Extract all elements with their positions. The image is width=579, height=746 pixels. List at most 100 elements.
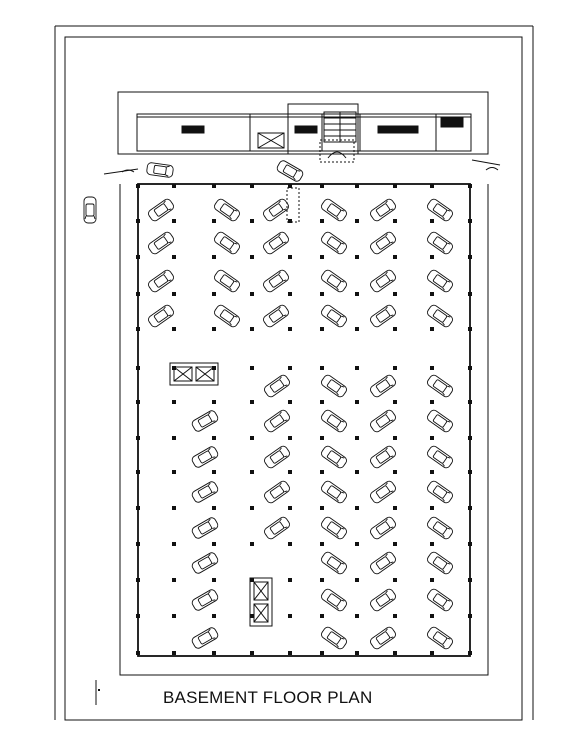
- column-icon: [393, 506, 397, 510]
- car-icon: [148, 231, 174, 255]
- car-icon: [427, 551, 453, 575]
- column-icon: [136, 366, 140, 370]
- column-icon: [393, 542, 397, 546]
- column-icon: [430, 578, 434, 582]
- car-icon: [214, 198, 240, 222]
- column-icon: [355, 651, 359, 655]
- column-icon: [288, 506, 292, 510]
- column-icon: [212, 542, 216, 546]
- column-icon: [320, 651, 324, 655]
- column-icon: [288, 184, 292, 188]
- car-icon: [321, 516, 347, 540]
- column-icon: [172, 292, 176, 296]
- car-icon: [83, 196, 97, 224]
- car-icon: [214, 269, 240, 293]
- car-icon: [263, 198, 289, 222]
- column-icon: [355, 470, 359, 474]
- column-icon: [172, 470, 176, 474]
- column-icon: [430, 184, 434, 188]
- column-icon: [468, 470, 472, 474]
- car-icon: [321, 198, 347, 222]
- column-icon: [430, 400, 434, 404]
- column-icon: [355, 400, 359, 404]
- car-icon: [264, 480, 290, 504]
- car-icon: [427, 480, 453, 504]
- column-icon: [250, 400, 254, 404]
- column-icon: [136, 255, 140, 259]
- north-mark-dot: [98, 689, 100, 691]
- car-icon: [148, 269, 174, 293]
- column-icon: [136, 400, 140, 404]
- column-icon: [468, 400, 472, 404]
- reserved-slot: [286, 187, 300, 223]
- car-icon: [321, 409, 347, 433]
- column-icon: [468, 184, 472, 188]
- car-icon: [370, 269, 396, 293]
- column-icon: [250, 542, 254, 546]
- column-icon: [320, 327, 324, 331]
- car-icon: [370, 480, 396, 504]
- column-icon: [355, 578, 359, 582]
- car-icon: [370, 374, 396, 398]
- column-icon: [355, 506, 359, 510]
- car-icon: [191, 517, 219, 539]
- column-icon: [136, 436, 140, 440]
- car-icon: [321, 269, 347, 293]
- column-icon: [172, 219, 176, 223]
- column-icon: [393, 184, 397, 188]
- column-icon: [393, 366, 397, 370]
- column-icon: [468, 542, 472, 546]
- column-icon: [355, 255, 359, 259]
- column-icon: [288, 255, 292, 259]
- column-icon: [393, 400, 397, 404]
- column-icon: [468, 292, 472, 296]
- car-icon: [427, 588, 453, 612]
- column-icon: [320, 470, 324, 474]
- column-icon: [136, 184, 140, 188]
- column-icon: [212, 184, 216, 188]
- column-icon: [468, 578, 472, 582]
- car-icon: [321, 626, 347, 650]
- column-icon: [393, 327, 397, 331]
- column-icon: [320, 366, 324, 370]
- car-icon: [148, 198, 174, 222]
- column-icon: [355, 436, 359, 440]
- column-icon: [212, 327, 216, 331]
- car-icon: [214, 304, 240, 328]
- parking-hall-outline: [103, 159, 501, 676]
- column-icon: [172, 400, 176, 404]
- column-icon: [212, 578, 216, 582]
- column-icon: [136, 219, 140, 223]
- car-icon: [427, 231, 453, 255]
- column-icon: [430, 366, 434, 370]
- column-icon: [136, 614, 140, 618]
- column-icon: [288, 651, 292, 655]
- column-icon: [468, 219, 472, 223]
- column-icon: [393, 292, 397, 296]
- column-icon: [288, 470, 292, 474]
- car-icon: [370, 231, 396, 255]
- car-icon: [370, 516, 396, 540]
- column-icon: [468, 327, 472, 331]
- column-icon: [212, 436, 216, 440]
- column-icon: [136, 578, 140, 582]
- column-icon: [430, 219, 434, 223]
- column-icon: [172, 184, 176, 188]
- column-icon: [468, 436, 472, 440]
- column-icon: [320, 219, 324, 223]
- car-icon: [264, 445, 290, 469]
- column-icon: [136, 542, 140, 546]
- service-block: [117, 91, 489, 163]
- column-icon: [393, 578, 397, 582]
- car-icon: [191, 446, 219, 468]
- car-icon: [370, 588, 396, 612]
- column-icon: [250, 614, 254, 618]
- car-icon: [321, 231, 347, 255]
- lift-core-lower: [249, 577, 273, 627]
- column-icon: [250, 436, 254, 440]
- column-icon: [468, 255, 472, 259]
- column-icon: [430, 470, 434, 474]
- column-icon: [250, 184, 254, 188]
- car-icon: [191, 410, 219, 432]
- column-icon: [320, 542, 324, 546]
